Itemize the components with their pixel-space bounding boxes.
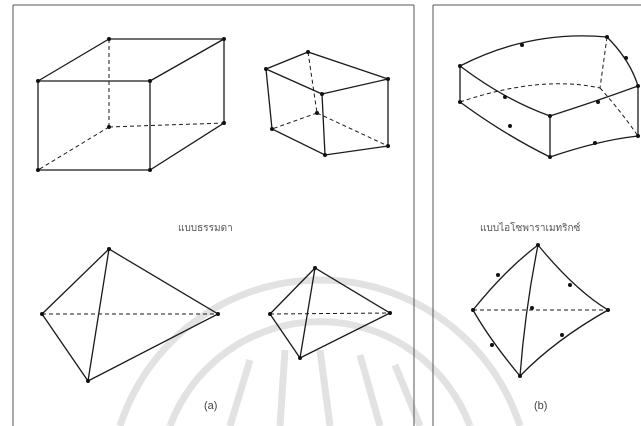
caption-linear-elements: แบบธรรมดา [178, 223, 233, 234]
panel-a-tag: (a) [204, 400, 218, 412]
tetrahedron-small [268, 266, 392, 360]
caption-isoparametric-elements: แบบไอโซพาราเมทริกซ์ [480, 223, 581, 234]
panel-a-frame [12, 4, 415, 426]
tetrahedron-curved [471, 243, 610, 378]
panel-b-frame [432, 4, 641, 426]
hexahedron-curved [458, 35, 640, 159]
hexahedron-small [264, 50, 390, 157]
hexahedron-large [36, 37, 226, 172]
tetrahedron-large [40, 247, 220, 383]
panel-b-tag: (b) [534, 400, 548, 412]
